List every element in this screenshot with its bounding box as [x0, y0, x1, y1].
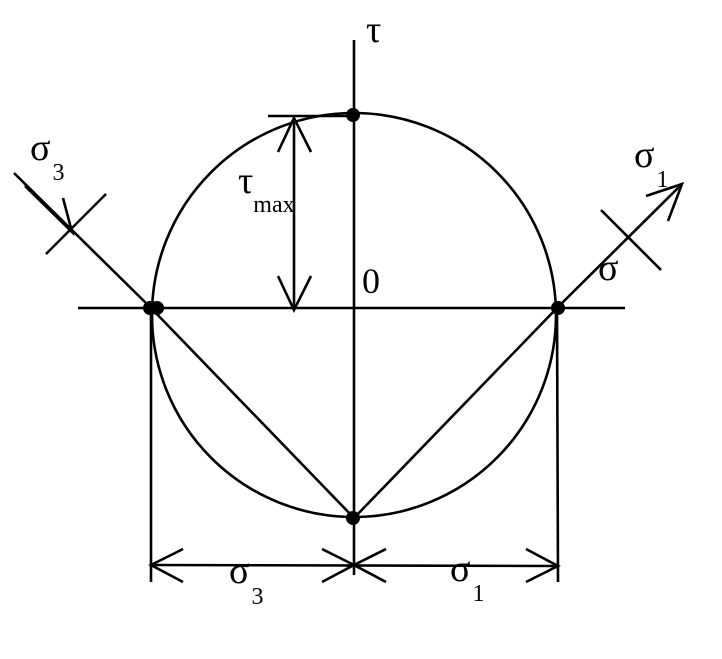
sigma1-dim-arrow-left: [351, 547, 387, 584]
point-right: [551, 301, 565, 315]
sigma3-dimension-label: σ3: [229, 550, 263, 610]
chord-right: [353, 307, 558, 519]
sigma3-dim-arrow-left: [148, 547, 184, 584]
chord-left: [150, 307, 355, 519]
sigma-axis-label: σ: [598, 247, 618, 289]
tau-max-arrow-top: [276, 115, 313, 153]
sigma1-extension-line: [555, 307, 560, 583]
sigma3-arrowhead: [24, 185, 75, 237]
sigma1-dimension-label: σ1: [450, 548, 484, 607]
origin-label: 0: [362, 261, 380, 301]
point-left-b: [150, 301, 164, 315]
tau-axis-label: τ: [366, 9, 381, 51]
point-bottom: [346, 511, 360, 525]
point-top: [346, 108, 360, 122]
tau-max-arrow-bottom: [276, 275, 313, 313]
sigma1-arrow-label: σ1: [634, 134, 668, 193]
sigma1-dim-arrow-right: [525, 547, 561, 584]
tau-max-label: τmax: [238, 160, 295, 218]
sigma1-cross-tick: [600, 209, 662, 271]
sigma1-arrowhead: [645, 181, 685, 222]
sigma3-cross-tick: [45, 193, 107, 255]
sigma1-direction-line: [556, 183, 683, 309]
sigma3-arrow-label: σ3: [30, 127, 64, 186]
